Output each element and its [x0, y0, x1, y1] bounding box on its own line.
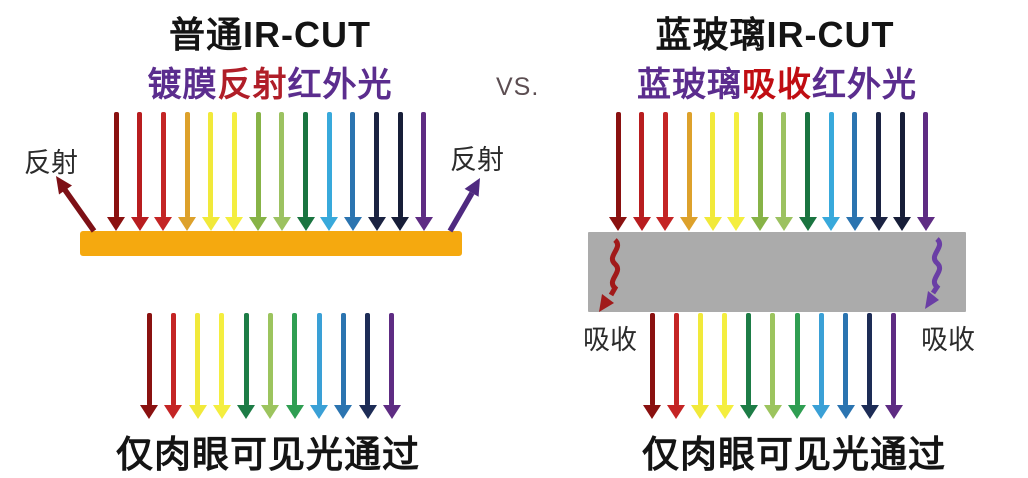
vs-label: VS. — [496, 73, 540, 101]
light-ray-arrow — [609, 112, 627, 231]
left-subtitle: 镀膜反射红外光 — [80, 57, 460, 106]
light-ray-arrow — [715, 313, 734, 419]
light-ray-arrow — [788, 313, 807, 419]
light-ray-arrow — [237, 313, 256, 419]
light-ray-arrow — [812, 313, 831, 419]
light-ray-arrow — [703, 112, 722, 231]
light-ray-arrow — [680, 112, 699, 231]
light-ray-arrow — [763, 313, 782, 419]
subtitle-segment: 吸收 — [742, 66, 812, 104]
right-caption: 仅肉眼可见光通过 — [642, 434, 946, 475]
light-ray-arrow — [667, 313, 686, 419]
light-ray-arrow — [140, 313, 158, 419]
light-ray-arrow — [310, 313, 329, 419]
light-ray-arrow — [154, 112, 173, 231]
light-ray-arrow — [358, 313, 377, 419]
light-ray-arrow — [751, 112, 770, 231]
light-ray-arrow — [107, 112, 125, 231]
light-ray-arrow — [656, 112, 675, 231]
light-ray-arrow — [212, 313, 231, 419]
left-caption: 仅肉眼可见光通过 — [116, 434, 420, 475]
absorb-label-left: 吸收 — [583, 325, 637, 355]
left-panel-title: 普通IR-CUT — [169, 14, 371, 55]
light-ray-arrow — [261, 313, 280, 419]
subtitle-segment: 蓝玻璃 — [637, 66, 742, 104]
right-incoming-light-rays — [609, 112, 935, 231]
light-ray-arrow — [845, 112, 864, 231]
coated-ir-cut-filter-bar — [80, 231, 462, 256]
light-ray-arrow — [334, 313, 353, 419]
light-ray-arrow — [643, 313, 661, 419]
light-ray-arrow — [201, 112, 220, 231]
light-ray-arrow — [727, 112, 746, 231]
right-transmitted-light-rays — [643, 313, 903, 419]
light-ray-arrow — [414, 112, 433, 231]
light-ray-arrow — [822, 112, 841, 231]
light-ray-arrow — [691, 313, 710, 419]
light-ray-arrow — [860, 313, 879, 419]
light-ray-arrow — [739, 313, 758, 419]
light-ray-arrow — [869, 112, 888, 231]
left-transmitted-light-rays — [140, 313, 401, 419]
left-incoming-light-rays — [107, 112, 433, 231]
light-ray-arrow — [296, 112, 315, 231]
right-subtitle: 蓝玻璃吸收红外光 — [587, 57, 967, 106]
light-ray-arrow — [285, 313, 304, 419]
light-ray-arrow — [188, 313, 207, 419]
light-ray-arrow — [272, 112, 291, 231]
reflect-arrow-right-icon — [447, 178, 480, 233]
light-ray-arrow — [774, 112, 793, 231]
light-ray-arrow — [382, 313, 401, 419]
light-ray-arrow — [884, 313, 903, 419]
light-ray-arrow — [164, 313, 183, 419]
light-ray-arrow — [130, 112, 149, 231]
subtitle-segment: 镀膜 — [147, 66, 218, 104]
light-ray-arrow — [391, 112, 410, 231]
light-ray-arrow — [632, 112, 651, 231]
light-ray-arrow — [367, 112, 386, 231]
light-ray-arrow — [320, 112, 339, 231]
right-panel-title: 蓝玻璃IR-CUT — [655, 14, 895, 55]
subtitle-segment: 反射 — [217, 66, 288, 104]
light-ray-arrow — [798, 112, 817, 231]
light-ray-arrow — [178, 112, 197, 231]
absorb-label-right: 吸收 — [921, 325, 975, 355]
light-ray-arrow — [836, 313, 855, 419]
light-ray-arrow — [343, 112, 362, 231]
subtitle-segment: 红外光 — [287, 66, 393, 104]
light-ray-arrow — [893, 112, 912, 231]
reflect-arrow-left-icon — [56, 176, 97, 233]
reflect-label-left: 反射 — [24, 148, 78, 178]
light-ray-arrow — [916, 112, 935, 231]
reflect-label-right: 反射 — [450, 145, 504, 175]
light-ray-arrow — [225, 112, 244, 231]
subtitle-segment: 红外光 — [812, 66, 917, 104]
light-ray-arrow — [249, 112, 268, 231]
blue-glass-filter-bar — [588, 232, 966, 312]
